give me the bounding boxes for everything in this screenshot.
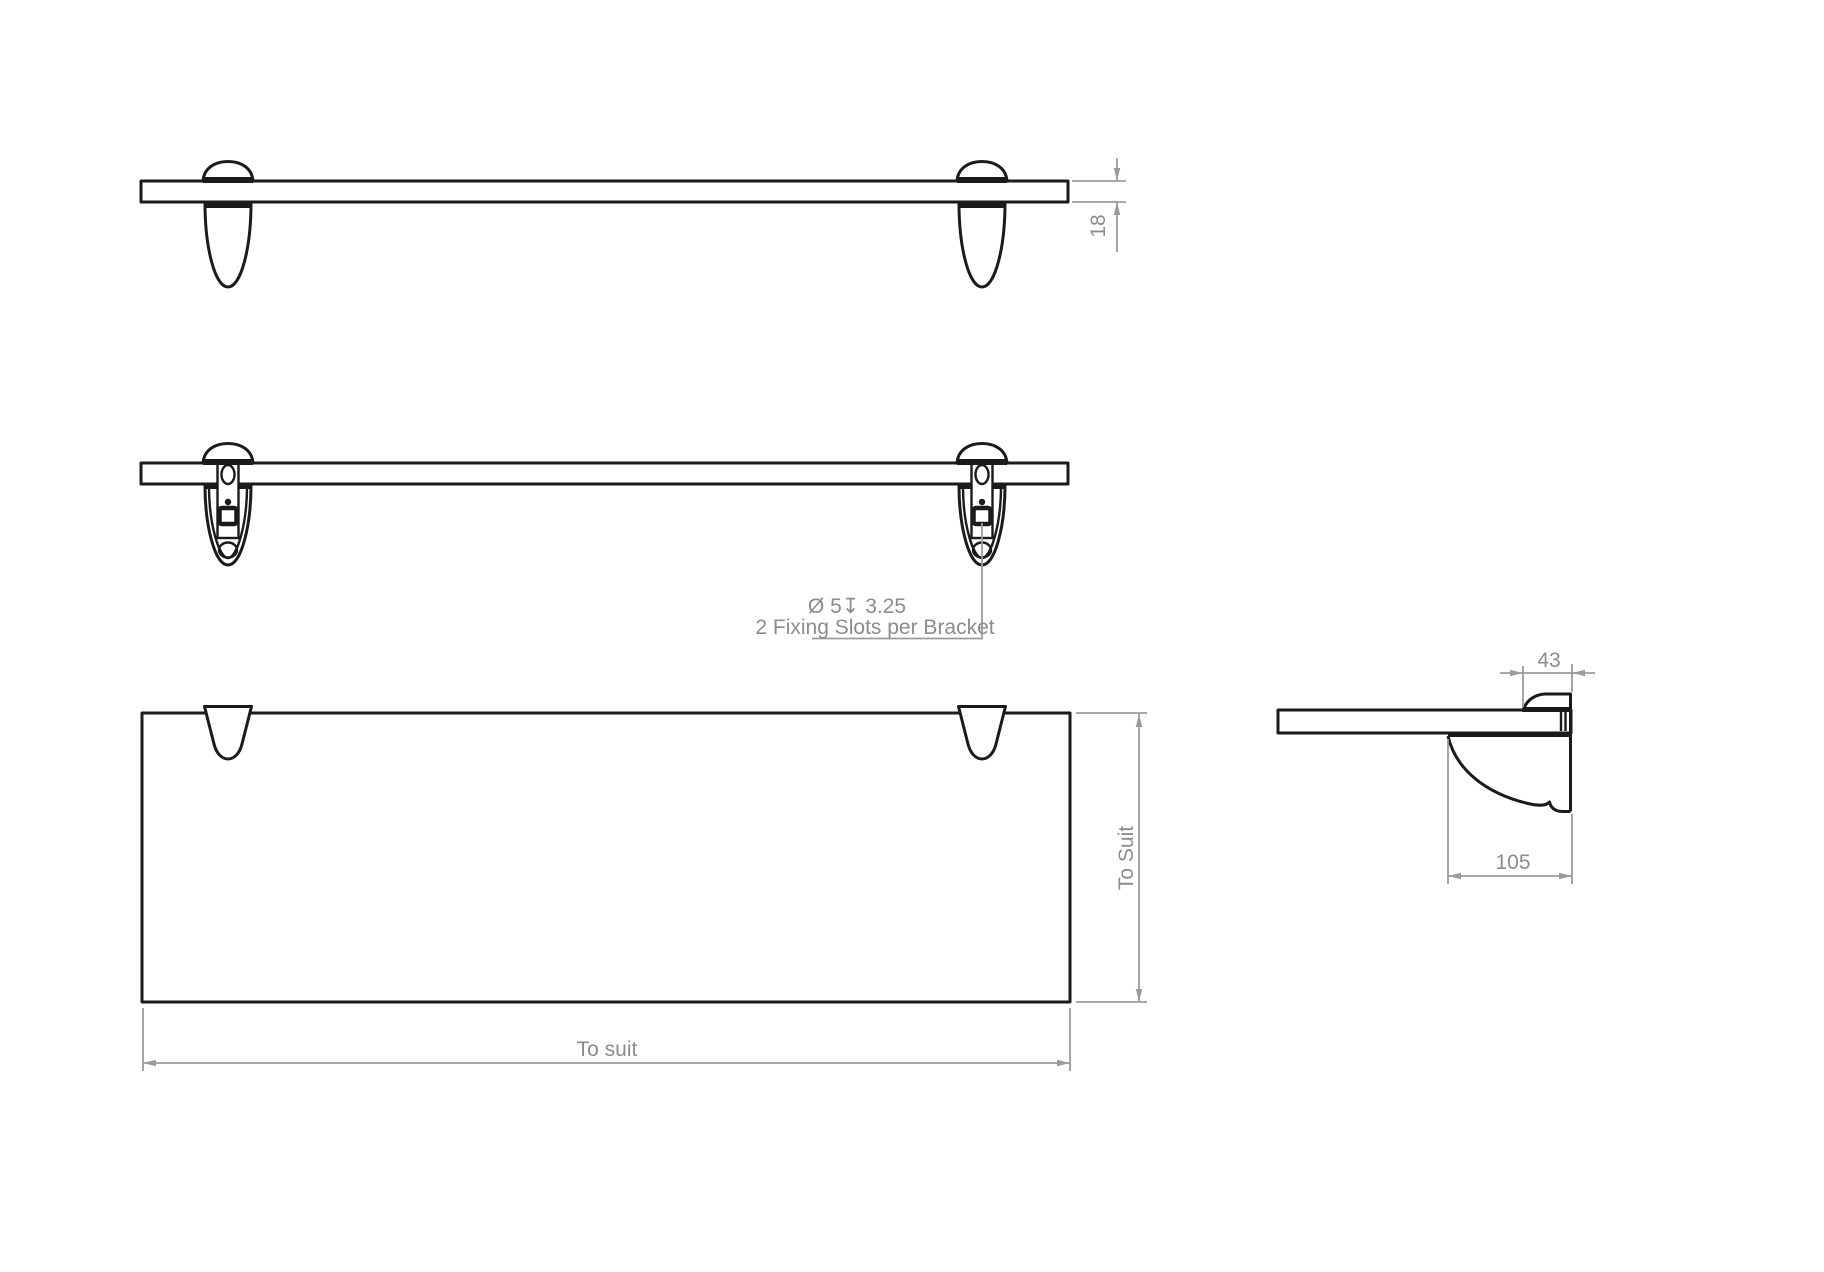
bracket-projection-label: 105 <box>1495 851 1530 874</box>
shelf-depth-dimension: To Suit <box>1076 712 1147 1003</box>
left-bracket-dome-detail <box>203 444 253 464</box>
shelf-side <box>1276 708 1573 735</box>
shelf-length-label: To suit <box>577 1038 638 1061</box>
shelf-thickness-label: 18 <box>1087 214 1110 237</box>
shelf-front-detail <box>139 461 1070 486</box>
hole-callout-line2: 2 Fixing Slots per Bracket <box>755 616 994 639</box>
shelf-front <box>139 179 1070 204</box>
shelf-thickness-dimension: 18 <box>1072 158 1126 252</box>
shelf-length-dimension: To suit <box>142 1008 1071 1071</box>
bracket-side-profile <box>1446 735 1571 813</box>
front-elevation-view: 18 <box>139 158 1126 287</box>
fixing-slots-callout: Ø 5↧ 3.25 2 Fixing Slots per Bracket <box>755 523 995 640</box>
shelf-plan <box>140 711 1072 1004</box>
left-bracket-body <box>205 203 251 287</box>
side-profile-view: 43 105 <box>1276 649 1595 884</box>
right-bracket-body <box>959 203 1005 287</box>
clamp-top-side <box>1521 692 1572 712</box>
plan-view: To Suit To suit <box>140 705 1147 1071</box>
right-bracket-dome <box>957 162 1007 182</box>
hole-callout-line1: Ø 5↧ 3.25 <box>808 595 906 618</box>
bracket-projection-dimension: 105 <box>1447 739 1573 884</box>
shelf-depth-label: To Suit <box>1115 826 1138 890</box>
left-bracket-dome <box>203 162 253 182</box>
right-bracket-dome-detail <box>957 444 1007 464</box>
fixing-detail-view: Ø 5↧ 3.25 2 Fixing Slots per Bracket <box>139 444 1070 640</box>
clamp-width-label: 43 <box>1537 649 1560 672</box>
clamp-width-dimension: 43 <box>1500 649 1595 707</box>
